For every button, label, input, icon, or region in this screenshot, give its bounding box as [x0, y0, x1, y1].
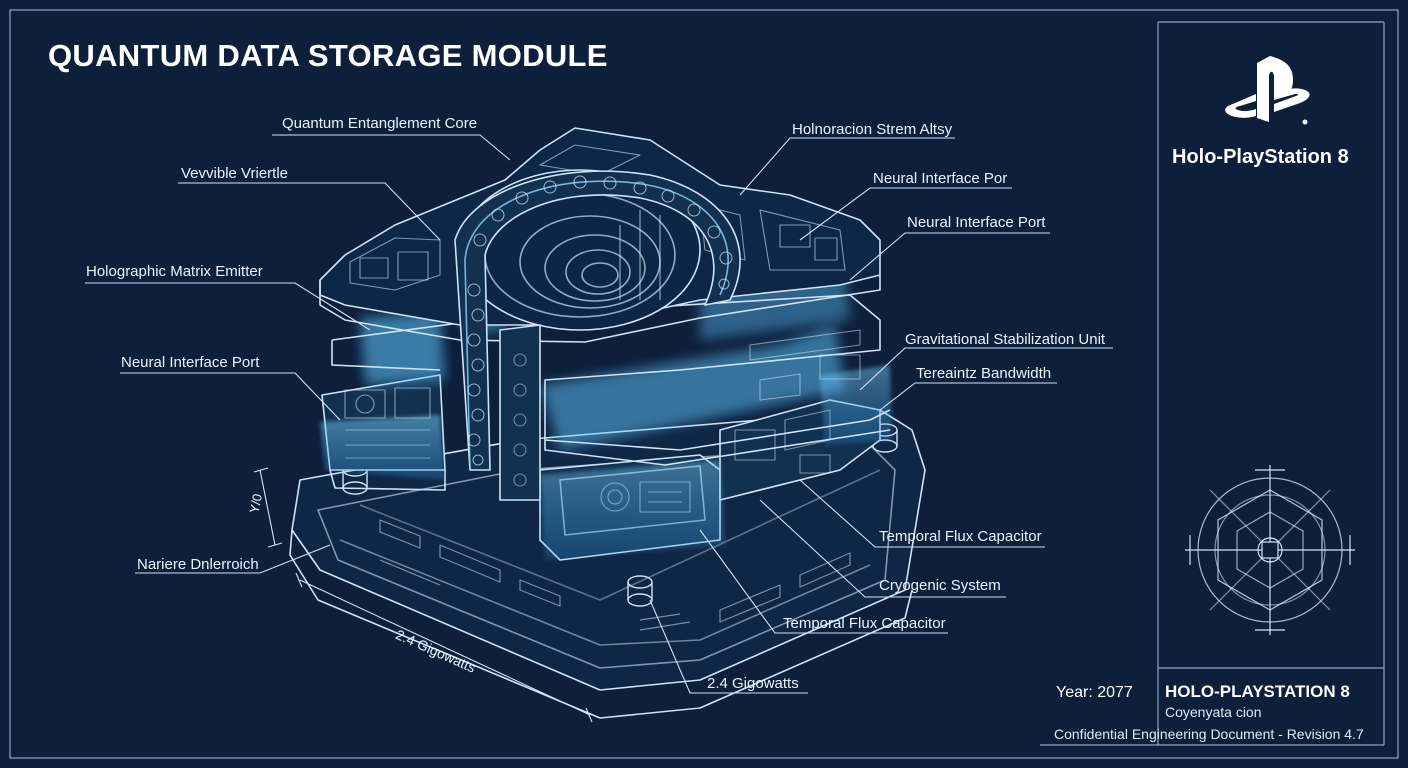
page-title: QUANTUM DATA STORAGE MODULE — [48, 38, 608, 73]
year-label: Year: 2077 — [1056, 684, 1133, 701]
callout-neural-interface-port-left: Neural Interface Port — [121, 354, 260, 371]
storage-module-illustration — [253, 127, 926, 723]
callout-temporal-flux-capacitor-1: Temporal Flux Capacitor — [879, 528, 1042, 545]
callout-leader-lines — [85, 134, 1113, 694]
dimension-lines — [253, 467, 593, 723]
playstation-logo-icon — [1225, 56, 1310, 125]
callout-neural-interface-port-right: Neural Interface Port — [907, 214, 1046, 231]
drawing-frame — [9, 9, 1399, 759]
callout-quantum-entanglement-core: Quantum Entanglement Core — [282, 115, 478, 132]
callout-nariere-dnlerroich: Nariere Dnlerroich — [137, 556, 259, 573]
callout-holographic-matrix-emitter: Holographic Matrix Emitter — [86, 263, 263, 280]
circular-schematic-emblem — [1185, 465, 1355, 635]
holonoracion-stream-band — [454, 170, 741, 471]
middle-tray — [331, 294, 891, 466]
document-footer: Confidential Engineering Document - Revi… — [1054, 726, 1364, 742]
callout-gravitational-stabilization-unit: Gravitational Stabilization Unit — [905, 331, 1106, 348]
callout-tereaintz-bandwidth: Tereaintz Bandwidth — [916, 365, 1052, 382]
title-block-subtitle: Coyenyata cion — [1165, 704, 1262, 720]
callout-holnoracion-strem-altsy: Holnoracion Strem Altsy — [792, 121, 953, 138]
callout-cryogenic-system: Cryogenic System — [879, 577, 1001, 594]
callout-neural-interface-por: Neural Interface Por — [873, 170, 1008, 187]
callout-vevvible-vriertle: Vevvible Vriertle — [181, 165, 288, 182]
callout-temporal-flux-capacitor-2: Temporal Flux Capacitor — [783, 615, 946, 632]
front-pillar — [499, 324, 541, 501]
brand-name: Holo-PlayStation 8 — [1172, 146, 1349, 168]
callout-power-output: 2.4 Gigowatts — [707, 675, 799, 692]
title-block-product: HOLO-PLAYSTATION 8 — [1165, 682, 1350, 701]
